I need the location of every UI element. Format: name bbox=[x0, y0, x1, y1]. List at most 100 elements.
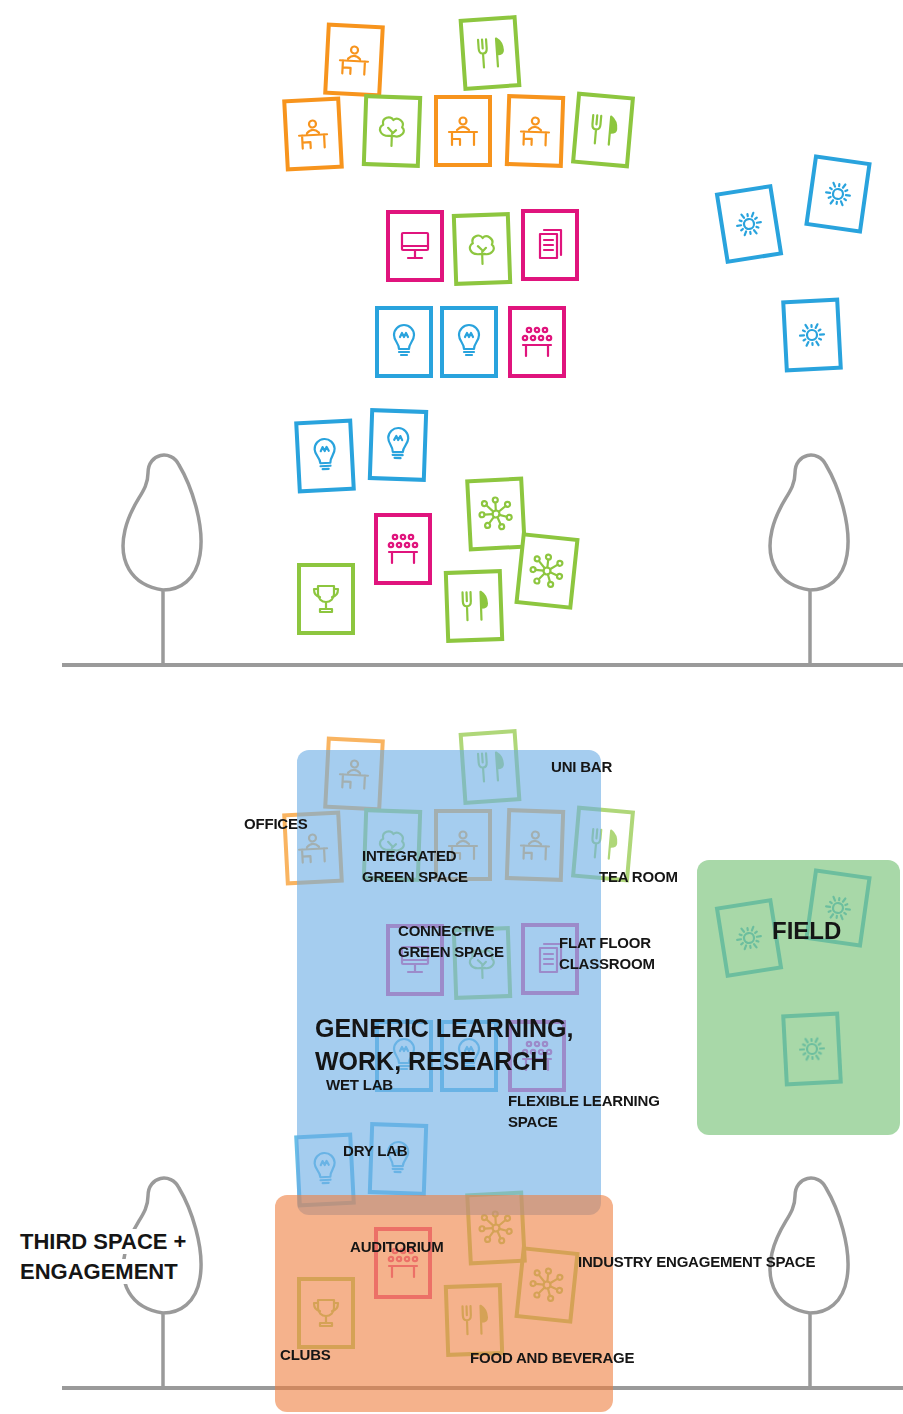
tree-icon-line bbox=[478, 246, 487, 264]
people-icon bbox=[523, 328, 551, 356]
space-label: TEA ROOM bbox=[599, 866, 678, 887]
desk-icon bbox=[298, 120, 327, 149]
people-icon-dot bbox=[413, 543, 417, 547]
people-icon-dot bbox=[547, 336, 551, 340]
trophy-icon-line bbox=[314, 589, 338, 612]
space-label: INTEGRATED GREEN SPACE bbox=[362, 845, 502, 887]
label-holder: DRY LAB bbox=[343, 1140, 407, 1161]
food-icon-line bbox=[463, 592, 472, 620]
tree-outline bbox=[123, 455, 201, 665]
icon-tile bbox=[507, 96, 563, 166]
icon-tile bbox=[377, 308, 431, 376]
space-label: CONNECTIVE GREEN SPACE bbox=[398, 920, 538, 962]
tile-frame bbox=[284, 99, 341, 170]
zone-heading: GENERIC LEARNING, WORK, RESEARCH bbox=[315, 1012, 595, 1078]
icon-tile bbox=[523, 211, 577, 279]
ground-line bbox=[62, 663, 903, 667]
bulb-icon-line bbox=[320, 447, 331, 469]
label-holder: AUDITORIUM bbox=[350, 1236, 444, 1257]
tile-frame bbox=[523, 211, 577, 279]
network-icon-dot bbox=[492, 510, 499, 517]
icon-tile bbox=[454, 214, 510, 284]
label-holder: OFFICES bbox=[244, 813, 308, 834]
space-label: INDUSTRY ENGAGEMENT SPACE bbox=[578, 1251, 815, 1272]
tile-frame bbox=[299, 565, 353, 633]
people-icon-dot bbox=[393, 535, 397, 539]
people-icon-dot bbox=[531, 336, 535, 340]
tile-frame bbox=[517, 534, 578, 607]
bulb-icon-line bbox=[399, 333, 409, 355]
icon-tile bbox=[376, 515, 430, 583]
label-holder: CONNECTIVE GREEN SPACE bbox=[398, 920, 538, 962]
label-holder: CLUBS bbox=[280, 1344, 331, 1365]
doc-icon-line bbox=[544, 240, 553, 250]
tile-frame bbox=[377, 308, 431, 376]
tile-frame bbox=[467, 479, 524, 550]
tile-frame bbox=[454, 214, 510, 284]
network-icon bbox=[529, 553, 564, 588]
food-icon-line bbox=[496, 38, 504, 66]
tile-frame bbox=[296, 421, 353, 492]
desk-icon-line bbox=[449, 127, 477, 145]
desk-icon bbox=[521, 117, 550, 145]
sun-icon bbox=[825, 182, 852, 206]
icon-tile bbox=[296, 421, 353, 492]
tree-outline bbox=[770, 1178, 848, 1388]
label-holder: WET LAB bbox=[326, 1074, 393, 1095]
food-icon-line bbox=[591, 115, 601, 144]
people-icon-dot bbox=[401, 535, 405, 539]
desk-icon-dot bbox=[460, 118, 467, 125]
monitor-icon bbox=[402, 233, 428, 258]
space-label: OFFICES bbox=[244, 813, 308, 834]
network-icon-line bbox=[534, 558, 558, 582]
tile-frame bbox=[442, 308, 496, 376]
bulb-icon bbox=[388, 428, 409, 459]
desk-icon-line bbox=[521, 127, 550, 146]
food-icon-line bbox=[609, 117, 617, 145]
network-icon bbox=[479, 497, 513, 531]
zone-region: THIRD SPACE + ENGAGEMENT bbox=[275, 1195, 613, 1412]
space-label: FOOD AND BEVERAGE bbox=[470, 1347, 634, 1368]
desk-icon-line bbox=[299, 129, 328, 148]
space-label: UNI BAR bbox=[551, 756, 612, 777]
tile-frame bbox=[325, 25, 382, 96]
text-holder: THIRD SPACE + ENGAGEMENT bbox=[20, 1227, 260, 1287]
bulb-icon-line bbox=[464, 333, 474, 355]
bulb-icon bbox=[459, 325, 479, 355]
icon-tile bbox=[436, 97, 490, 165]
food-icon-line bbox=[478, 39, 488, 67]
bulb-icon bbox=[314, 438, 336, 469]
sun-icon bbox=[799, 324, 824, 346]
tile-frame bbox=[783, 300, 840, 371]
sun-icon bbox=[736, 212, 763, 236]
space-label: AUDITORIUM bbox=[350, 1236, 444, 1257]
label-holder: FLEXIBLE LEARNING SPACE bbox=[508, 1090, 668, 1132]
people-icon-dot bbox=[543, 328, 547, 332]
label-holder: INDUSTRY ENGAGEMENT SPACE bbox=[578, 1251, 815, 1272]
food-icon bbox=[591, 115, 617, 145]
tile-frame bbox=[507, 96, 563, 166]
zone-region: GENERIC LEARNING, WORK, RESEARCH bbox=[297, 750, 601, 1215]
bulb-icon-line bbox=[393, 436, 404, 458]
tile-frame bbox=[510, 308, 564, 376]
sun-icon-dot bbox=[832, 188, 843, 199]
tree-icon bbox=[469, 235, 494, 264]
space-label: DRY LAB bbox=[343, 1140, 407, 1161]
tile-frame bbox=[436, 97, 490, 165]
label-holder: TEA ROOM bbox=[599, 866, 678, 887]
label-holder: UNI BAR bbox=[551, 756, 612, 777]
icon-tiles bbox=[284, 17, 869, 641]
tree-icon-line bbox=[387, 128, 396, 146]
icon-tile bbox=[442, 308, 496, 376]
text-holder: FIELD bbox=[772, 916, 892, 946]
zone-region: FIELD bbox=[697, 860, 900, 1135]
space-label: CLUBS bbox=[280, 1344, 331, 1365]
people-icon-dot bbox=[389, 543, 393, 547]
icon-tile bbox=[807, 157, 870, 232]
tile-frame bbox=[807, 157, 870, 232]
people-icon-dot bbox=[523, 336, 527, 340]
icon-tile bbox=[446, 571, 502, 641]
icon-tile bbox=[461, 17, 520, 89]
people-icon-dot bbox=[405, 543, 409, 547]
